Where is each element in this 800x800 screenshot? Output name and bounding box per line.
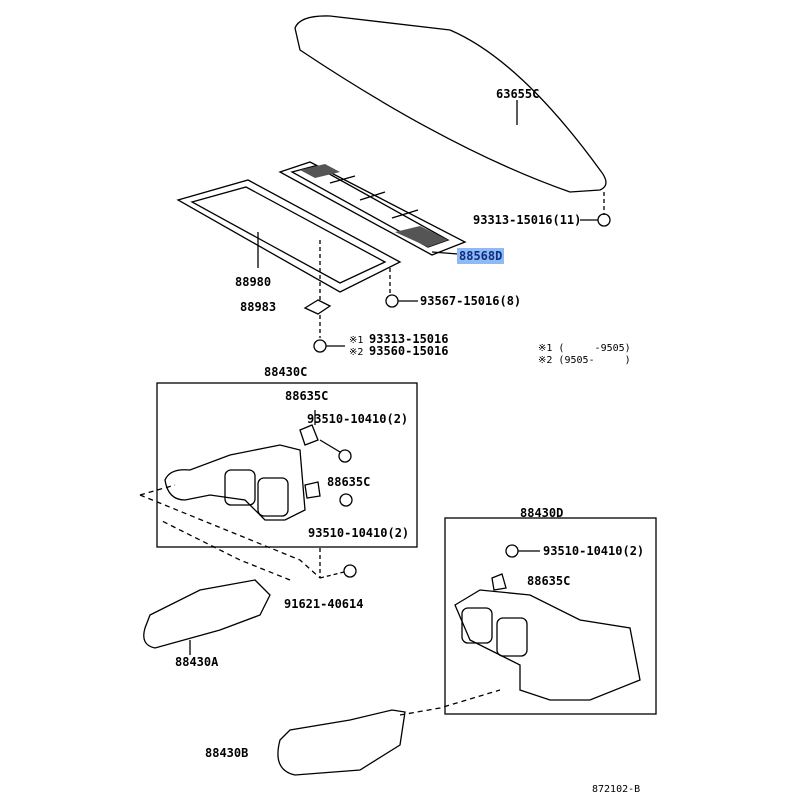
part-88980-shape	[176, 179, 402, 293]
part-88430D-shape	[454, 589, 641, 701]
label-88430A[interactable]: 88430A	[175, 655, 219, 669]
part-88568D-shape	[278, 161, 467, 256]
group-box-88430C	[156, 382, 418, 548]
note-1: ※1 ( -9505)	[538, 343, 631, 354]
label-93567-15016[interactable]: 93567-15016(8)	[420, 294, 522, 308]
label-88635C-1[interactable]: 88635C	[285, 389, 329, 403]
label-93313-15016[interactable]: 93313-15016	[369, 332, 449, 346]
part-88430B-shape	[277, 709, 406, 776]
label-93510-10410-c[interactable]: 93510-10410(2)	[543, 544, 645, 558]
label-88430C[interactable]: 88430C	[264, 365, 308, 379]
label-63655C[interactable]: 63655C	[496, 87, 540, 101]
label-91621-40614[interactable]: 91621-40614	[284, 597, 364, 611]
diagram-id: 872102-B	[592, 784, 641, 795]
label-93560-15016[interactable]: 93560-15016	[369, 344, 449, 358]
label-93510-10410-b[interactable]: 93510-10410(2)	[308, 526, 410, 540]
label-93510-10410-a[interactable]: 93510-10410(2)	[307, 412, 409, 426]
label-88983[interactable]: 88983	[240, 300, 277, 314]
part-63655C-shape	[294, 15, 607, 193]
label-88635C-3[interactable]: 88635C	[527, 574, 571, 588]
note-2: ※2 (9505- )	[538, 355, 631, 366]
group-box-88430D	[444, 517, 657, 715]
label-88430D[interactable]: 88430D	[520, 506, 564, 520]
screw-icons	[313, 213, 611, 578]
mark-2: ※2	[349, 347, 364, 358]
part-88430C-shape	[164, 444, 306, 521]
label-93313-15016-11[interactable]: 93313-15016(11)	[473, 213, 582, 227]
label-88980[interactable]: 88980	[235, 275, 272, 289]
label-88430B[interactable]: 88430B	[205, 746, 249, 760]
part-88430A-shape	[143, 579, 271, 649]
part-88983-shape	[303, 299, 332, 315]
label-88635C-2[interactable]: 88635C	[327, 475, 371, 489]
mark-1: ※1	[349, 335, 364, 346]
label-88568D-highlighted[interactable]: 88568D	[457, 248, 505, 264]
